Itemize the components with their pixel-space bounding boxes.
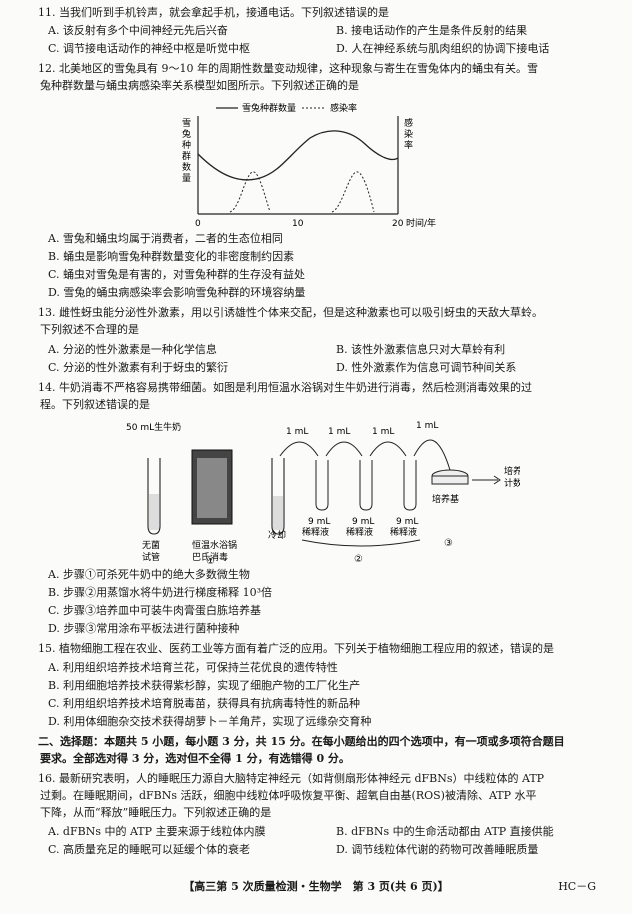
cooling-tube-fill — [273, 496, 283, 530]
population-curve — [197, 130, 399, 181]
x-tick-0: 0 — [195, 219, 201, 229]
q13-option-a: A. 分泌的性外激素是一种化学信息 — [48, 343, 217, 356]
plate-label: 培养基 — [432, 493, 459, 505]
q11-option-a: A. 该反射有多个中间神经元先后兴奋 — [48, 24, 228, 37]
ml-label-1: 1 mL — [286, 427, 308, 437]
q11-option-c: C. 调节接电话动作的神经中枢是听觉中枢 — [48, 42, 251, 55]
transfer-arc-4 — [413, 439, 451, 471]
water-bath-window — [197, 458, 227, 518]
q15-option-c: C. 利用组织培养技术培育脱毒苗，获得具有抗病毒特性的新品种 — [48, 697, 361, 710]
legend-population: 雪兔种群数量 — [242, 102, 296, 114]
dilution-tube-2 — [359, 460, 373, 511]
milk-label: 50 mL生牛奶 — [126, 421, 181, 433]
dil2-bottom: 稀释液 — [346, 526, 373, 538]
q12-option-d: D. 雪兔的蛹虫病感染率会影响雪兔种群的环境容纳量 — [48, 286, 306, 299]
exam-code: HC－G — [558, 880, 596, 893]
section2-heading-1: 二、选择题：本题共 5 小题，每小题 3 分，共 15 分。在每小题给出的四个选… — [38, 735, 565, 748]
q14-option-b: B. 步骤②用蒸馏水将牛奶进行梯度稀释 10³倍 — [48, 586, 272, 599]
dilution-brace — [301, 539, 421, 547]
count-arrow-head — [493, 475, 501, 485]
bath-label-2: 巴氏消毒 — [192, 551, 228, 563]
dil1-bottom: 稀释液 — [302, 526, 329, 538]
step-2-marker: ② — [354, 554, 363, 565]
q16-option-c: C. 高质量充足的睡眠可以延缓个体的衰老 — [48, 843, 251, 856]
culture-plate-side — [431, 475, 469, 485]
q13-option-d: D. 性外激素作为信息可调节种间关系 — [336, 361, 517, 374]
x-tick-20: 20 — [392, 219, 404, 229]
q14-stem-1: 14. 牛奶消毒不严格容易携带细菌。如图是利用恒温水浴锅对生牛奶进行消毒，然后检… — [38, 381, 532, 394]
tube-label-2: 试管 — [142, 551, 160, 563]
tube-label-1: 无菌 — [142, 539, 160, 551]
q12-option-c: C. 蛹虫对雪兔是有害的，对雪兔种群的生存没有益处 — [48, 268, 306, 281]
q16-stem-3: 下降，从而“释放”睡眠压力。下列叙述正确的是 — [40, 806, 272, 819]
q16-option-b: B. dFBNs 中的生命活动都由 ATP 直接供能 — [336, 825, 554, 838]
sterile-tube — [147, 458, 161, 535]
q11-option-b: B. 接电话动作的产生是条件反射的结果 — [336, 24, 528, 37]
q14-option-d: D. 步骤③常用涂布平板法进行菌种接种 — [48, 622, 240, 635]
q15-option-d: D. 利用体细胞杂交技术获得胡萝卜－羊角芹，实现了远缘杂交育种 — [48, 715, 372, 728]
bath-label-1: 恒温水浴锅 — [192, 539, 237, 551]
q12-stem-1: 12. 北美地区的雪兔具有 9～10 年的周期性数量变动规律，这种现象与寄生在雪… — [38, 62, 538, 75]
transfer-arc-3 — [369, 441, 407, 457]
q13-stem-2: 下列叙述不合理的是 — [40, 323, 139, 336]
page-footer: 【高三第 5 次质量检测・生物学 第 3 页(共 6 页)】 — [183, 880, 449, 893]
q13-stem-1: 13. 雌性蚜虫能分泌性外激素，用以引诱雄性个体来交配，但是这种激素也可以吸引蚜… — [38, 306, 543, 319]
tube-milk-fill — [149, 494, 159, 530]
cooling-tube — [271, 458, 285, 535]
legend-infection: 感染率 — [330, 102, 357, 114]
q14-stem-2: 程。下列叙述错误的是 — [40, 398, 150, 411]
step-3-marker: ③ — [444, 538, 453, 549]
ml-label-2: 1 mL — [328, 427, 350, 437]
q11-option-d: D. 人在神经系统与肌肉组织的协调下接电话 — [336, 42, 550, 55]
infection-curve-2 — [331, 171, 375, 213]
q16-stem-1: 16. 最新研究表明，人的睡眠压力源自大脑特定神经元（如背侧扇形体神经元 dFB… — [38, 772, 545, 785]
dil2-top: 9 mL — [352, 517, 374, 527]
dilution-tube-3 — [403, 460, 417, 511]
q15-option-a: A. 利用组织培养技术培育兰花，可保持兰花优良的遗传特性 — [48, 661, 338, 674]
y-axis-label-right: 感染率 — [404, 117, 413, 151]
count-label-2: 计数 — [504, 477, 520, 489]
q15-option-b: B. 利用细胞培养技术获得紫杉醇，实现了细胞产物的工厂化生产 — [48, 679, 361, 692]
q16-option-d: D. 调节线粒体代谢的药物可改善睡眠质量 — [336, 843, 539, 856]
dil3-top: 9 mL — [396, 517, 418, 527]
x-tick-10: 10 — [292, 219, 304, 229]
ml-label-3: 1 mL — [372, 427, 394, 437]
count-label-1: 培养 — [504, 465, 520, 477]
transfer-arc-2 — [325, 441, 363, 457]
q13-option-b: B. 该性外激素信息只对大草蛉有利 — [336, 343, 506, 356]
q12-population-chart: 雪兔种群数量 感染率 雪兔种群数量 感染率 0 10 20 时间/年 — [182, 102, 436, 229]
q14-option-c: C. 步骤③培养皿中可装牛肉膏蛋白胨培养基 — [48, 604, 262, 617]
q14-option-a: A. 步骤①可杀死牛奶中的绝大多数微生物 — [48, 568, 250, 581]
dilution-tube-1 — [315, 460, 329, 511]
q13-option-c: C. 分泌的性外激素有利于蚜虫的繁衍 — [48, 361, 229, 374]
q16-stem-2: 过剩。在睡眠期间，dFBNs 活跃，细胞中线粒体呼吸恢复平衡、超氧自由基(ROS… — [40, 789, 537, 802]
dil3-bottom: 稀释液 — [390, 526, 417, 538]
q12-stem-2: 兔种群数量与蛹虫病感染率关系模型如图所示。下列叙述正确的是 — [40, 79, 359, 92]
dil1-top: 9 mL — [308, 517, 330, 527]
section2-heading-2: 要求。全部选对得 3 分，选对但不全得 1 分，有选错得 0 分。 — [40, 752, 350, 765]
q14-process-diagram: 50 mL生牛奶 无菌 试管 恒温水浴锅 巴氏消毒 冷却 1 mL 1 mL 1… — [126, 421, 520, 566]
transfer-arc-1 — [279, 441, 319, 457]
step-1-marker: ① — [206, 556, 215, 566]
q16-option-a: A. dFBNs 中的 ATP 主要来源于线粒体内膜 — [48, 825, 266, 838]
q11-stem: 11. 当我们听到手机铃声，就会拿起手机，接通电话。下列叙述错误的是 — [38, 6, 389, 19]
x-axis-label: 时间/年 — [406, 217, 436, 229]
q12-option-b: B. 蛹虫是影响雪兔种群数量变化的非密度制约因素 — [48, 250, 295, 263]
cool-label: 冷却 — [268, 529, 286, 541]
q15-stem: 15. 植物细胞工程在农业、医药工业等方面有着广泛的应用。下列关于植物细胞工程应… — [38, 642, 554, 655]
q12-option-a: A. 雪兔和蛹虫均属于消费者，二者的生态位相同 — [48, 232, 283, 245]
y-axis-label-left: 雪兔种群数量 — [182, 118, 191, 184]
ml-label-4: 1 mL — [416, 421, 438, 431]
